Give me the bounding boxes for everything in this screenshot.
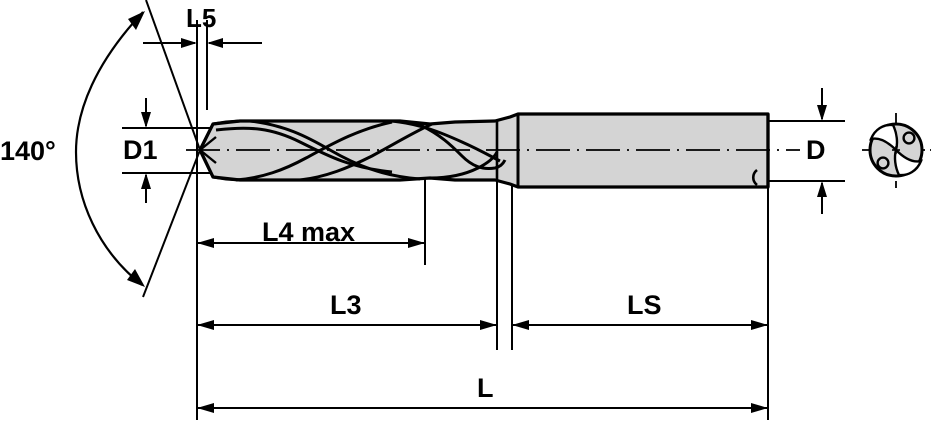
point-angle-leg-upper [145,0,201,151]
point-angle-leg-lower [142,149,201,298]
overall-length-arrow-right [751,403,768,413]
shank-length-arrow-left [512,320,529,330]
end-view-coolant-hole-2 [876,156,890,170]
shank-diameter-arrow-bottom [817,181,827,197]
drill-body-outline [198,112,770,189]
point-angle-arc [74,11,144,286]
shank-length-arrow-right [751,320,768,330]
point-angle-label: 140° [0,136,56,166]
shank-diameter-label: D [806,135,826,165]
overall-length-label: L [477,373,494,403]
shank-diameter-dimension [760,88,845,214]
shank-length-dimension [512,320,768,330]
drill-chisel-edge-upper [199,136,217,151]
flute-helix-edge-3 [391,119,501,163]
shank-length-label: LS [627,290,662,320]
margin-length-arrow-left [181,38,197,48]
point-angle-arrow-top [128,11,145,30]
tip-diameter-arrow-top [141,112,151,128]
flute-length-dimension [197,320,497,330]
flute-usable-length-label: L4 max [262,217,356,247]
drill-tip-facet-lower [198,149,241,182]
flute-helix-edge-2 [249,119,421,181]
flute-usable-length-dimension [197,238,425,248]
margin-length-label: L5 [186,3,217,33]
flute-helix-back-1 [235,120,393,182]
tip-diameter-arrow-bottom [141,173,151,189]
margin-length-dimension [143,38,262,48]
flute-runout-curve [429,151,499,180]
flute-length-arrow-left [197,320,214,330]
end-view-flute-2 [893,147,923,177]
end-view-coolant-hole-1 [902,131,916,145]
flute-length-arrow-right [480,320,497,330]
margin-length-arrow-right [207,38,223,48]
flute-helix-edge-4 [417,122,507,170]
drill-side-view [186,112,800,189]
tip-diameter-label: D1 [123,135,158,165]
drill-end-view-cross-section [862,113,931,188]
flute-length-label: L3 [330,290,362,320]
flute-usable-length-arrow-right [408,238,425,248]
point-angle-arrow-bottom [127,269,145,287]
overall-length-arrow-left [197,403,214,413]
flute-helix-back-2 [299,122,433,182]
drill-chisel-edge-lower [199,149,217,164]
overall-length-dimension [197,403,768,413]
shank-diameter-arrow-top [817,105,827,121]
flute-usable-length-arrow-left [197,238,214,248]
point-angle-dimension [74,0,201,298]
shank-end-chamfer-notch [751,168,758,187]
drill-tip-facet-upper [198,119,241,151]
end-view-flute-1 [869,123,899,153]
tip-diameter-dimension [122,98,216,203]
